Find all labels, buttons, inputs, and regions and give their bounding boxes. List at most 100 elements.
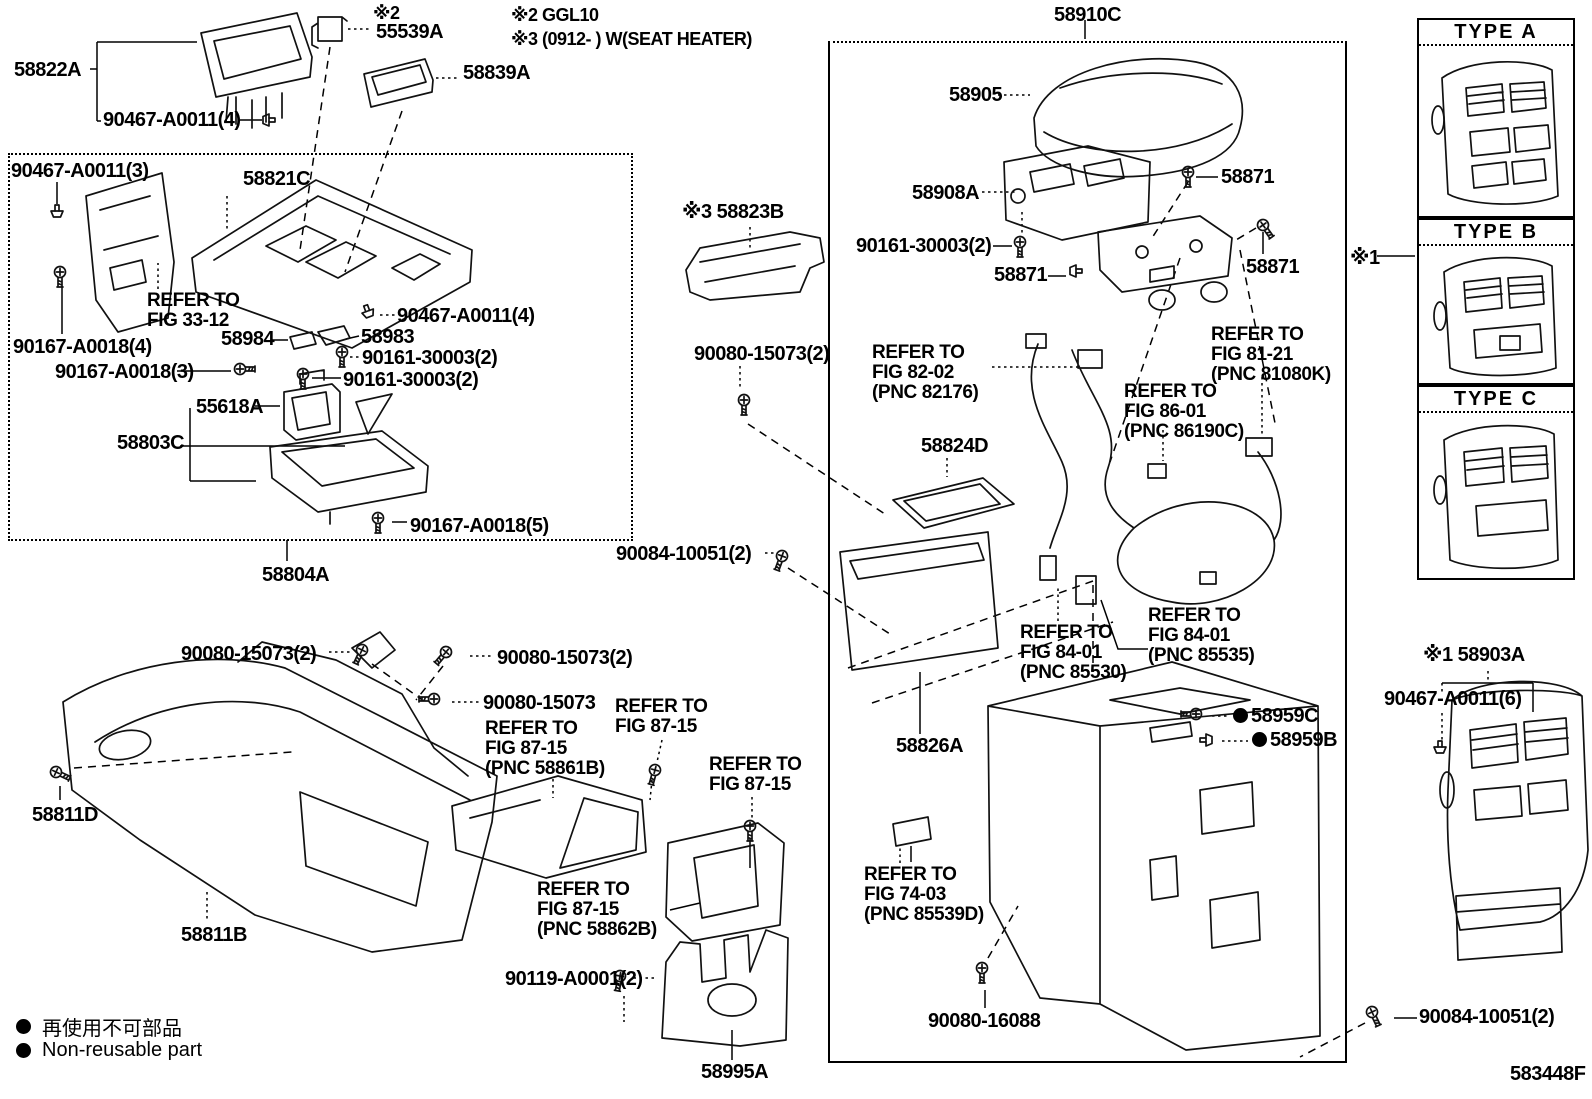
part-58984: 58984 — [221, 328, 275, 350]
part-sketch-58822a — [200, 12, 313, 129]
screw-icon — [296, 367, 310, 390]
part-sketch-wire-harness — [1025, 333, 1282, 605]
part-sketch-58908a-hole — [1010, 188, 1026, 204]
fastener-icons — [49, 113, 1447, 1028]
part-sketch-cupholder — [98, 729, 152, 761]
ref-fig-87-15-b: REFER TO FIG 87-15 — [709, 754, 802, 796]
part-sketch-inner-frame — [237, 631, 469, 777]
note-2-marker: ※2 — [373, 3, 400, 23]
part-58821c-text: 58821C — [243, 168, 311, 190]
ref-fig-82-02: REFER TO FIG 82-02 (PNC 82176) — [872, 342, 979, 404]
part-sketch-vent-type-c — [1443, 424, 1559, 570]
fastener-90161-30003-2-c-text: 90161-30003(2) — [856, 235, 992, 257]
ref-fig-87-15-b-text: REFER TO FIG 87-15 — [709, 754, 802, 796]
part-58822a: 58822A — [14, 59, 82, 81]
note-1-marker: ※1 — [1350, 247, 1380, 269]
part-58983-text: 58983 — [361, 326, 415, 348]
ref-fig-81-21-text: REFER TO FIG 81-21 (PNC 81080K) — [1211, 324, 1331, 386]
part-58984-text: 58984 — [221, 328, 275, 350]
vent-b-ear — [1433, 301, 1447, 331]
fastener-90161-30003-2-b-text: 90161-30003(2) — [343, 369, 479, 391]
part-sketch-wedge — [355, 393, 393, 435]
screw-icon — [49, 765, 72, 782]
part-sketches — [62, 12, 1589, 1051]
ref-fig-82-02-text: REFER TO FIG 82-02 (PNC 82176) — [872, 342, 979, 404]
part-sketch-58905 — [1033, 57, 1244, 178]
clip-icon — [1069, 264, 1083, 278]
ref-fig-87-15-58861b-text: REFER TO FIG 87-15 (PNC 58861B) — [485, 718, 605, 780]
fastener-90467-a0011-4-top-text: 90467-A0011(4) — [103, 109, 241, 131]
leader-lines-dotted — [157, 28, 1489, 1022]
fastener-90119-a0001-2-text: 90119-A0001(2) — [505, 968, 643, 990]
ref-fig-87-15-58862b: REFER TO FIG 87-15 (PNC 58862B) — [537, 879, 657, 940]
part-sketch-58995a-hole — [707, 983, 757, 1017]
screw-icon — [773, 549, 789, 572]
screw-icon — [647, 763, 662, 787]
ref-fig-84-01-85535-text: REFER TO FIG 84-01 (PNC 85535) — [1148, 605, 1255, 667]
note-seat-heater: ※3 (0912- ) W(SEAT HEATER) — [511, 29, 752, 49]
part-58822a-text: 58822A — [14, 59, 82, 81]
type-b-box — [1417, 218, 1575, 385]
screw-icon — [1013, 235, 1027, 258]
fastener-90080-15073-2-mid: 90080-15073(2) — [694, 343, 830, 365]
ref-fig-87-15-58861b: REFER TO FIG 87-15 (PNC 58861B) — [485, 718, 605, 780]
part-58910c: 58910C — [1054, 4, 1122, 26]
part-58871-top: 58871 — [1221, 166, 1275, 188]
fastener-90080-16088-text: 90080-16088 — [928, 1010, 1041, 1032]
figure-code: 583448F — [1510, 1063, 1586, 1085]
non-reusable-legend: 再使用不可部品 Non-reusable part — [16, 1014, 202, 1062]
fastener-90467-a0011-4-right-text: 90467-A0011(4) — [397, 305, 535, 327]
part-58811d-text: 58811D — [32, 804, 98, 826]
part-sketch-58983 — [317, 325, 351, 346]
fastener-90167-a0018-5: 90167-A0018(5) — [410, 515, 549, 537]
fastener-90467-a0011-4-right: 90467-A0011(4) — [397, 305, 535, 327]
ref-fig-87-15-a-text: REFER TO FIG 87-15 — [615, 696, 708, 738]
part-58824d: 58824D — [921, 435, 989, 457]
vent-c-ear — [1433, 475, 1447, 505]
fastener-90167-a0018-3: 90167-A0018(3) — [55, 361, 194, 383]
part-55539a-text: 55539A — [376, 21, 444, 43]
non-reusable-dot-icon — [16, 1018, 31, 1034]
part-sketch-58824d — [892, 477, 1015, 529]
part-sketch-hinge-mechanism — [1097, 215, 1233, 293]
fastener-90467-a0011-6-text: 90467-A0011(6) — [1384, 688, 1522, 710]
part-58910c-text: 58910C — [1054, 4, 1122, 26]
fastener-90167-a0018-4-text: 90167-A0018(4) — [13, 336, 152, 358]
fastener-90084-10051-2-br: 90084-10051(2) — [1419, 1006, 1555, 1028]
fastener-90080-15073-2-mid-text: 90080-15073(2) — [694, 343, 830, 365]
non-reusable-dot-icon — [1252, 732, 1267, 747]
hinge-hole-b — [1189, 239, 1203, 253]
figure-code-text: 583448F — [1510, 1063, 1586, 1085]
part-sketch-58823b — [685, 231, 825, 301]
ref-fig-86-01-text: REFER TO FIG 86-01 (PNC 86190C) — [1124, 381, 1244, 443]
non-reusable-dot-icon — [1233, 708, 1248, 723]
screw-icon — [1365, 1005, 1382, 1028]
vent-a-ear — [1431, 105, 1445, 135]
part-sketch-58804a — [269, 430, 429, 525]
part-58903a-ear — [1439, 771, 1455, 809]
part-sketch-vent-type-b — [1443, 256, 1557, 377]
fastener-90084-10051-2-mid-text: 90084-10051(2) — [616, 543, 752, 565]
clip-icon — [262, 113, 276, 127]
part-sketch-58826a — [839, 531, 999, 671]
screw-icon — [433, 645, 453, 667]
part-58905-text: 58905 — [949, 84, 1003, 106]
part-58959b: 58959B — [1252, 729, 1338, 751]
clip-icon — [1199, 733, 1213, 747]
legend-text-en: Non-reusable part — [42, 1038, 203, 1061]
ref-fig-87-15-a: REFER TO FIG 87-15 — [615, 696, 708, 738]
fastener-90467-a0011-4-top: 90467-A0011(4) — [103, 109, 241, 131]
part-58811b: 58811B — [181, 924, 247, 946]
clip-icon — [1433, 740, 1447, 754]
fastener-90080-16088: 90080-16088 — [928, 1010, 1041, 1032]
part-58959c: 58959C — [1233, 705, 1319, 727]
note-seat-heater-text: ※3 (0912- ) W(SEAT HEATER) — [511, 29, 752, 49]
ref-fig-74-03: REFER TO FIG 74-03 (PNC 85539D) — [864, 864, 984, 925]
type-a-separator — [1419, 44, 1573, 46]
screw-icon — [233, 362, 256, 376]
part-55618a: 55618A — [196, 396, 264, 418]
part-sketch-side-bracket — [85, 172, 175, 333]
part-58995a: 58995A — [701, 1061, 769, 1083]
part-sketch-55618a — [283, 369, 341, 441]
